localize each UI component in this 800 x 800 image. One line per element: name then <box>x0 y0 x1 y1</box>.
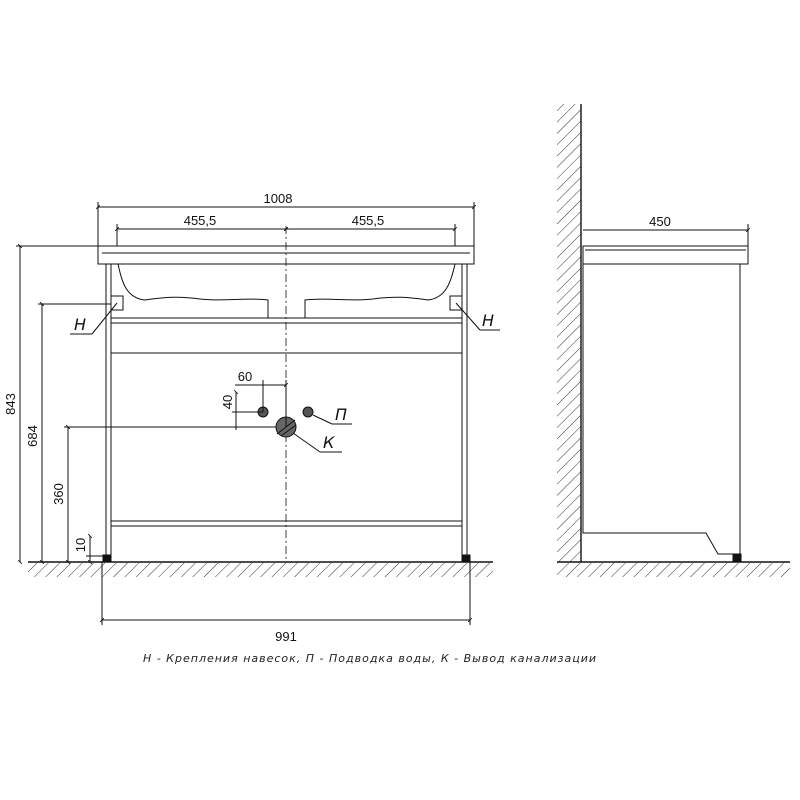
label-450: 450 <box>649 214 671 229</box>
label-360: 360 <box>51 483 66 505</box>
label-991: 991 <box>275 629 297 644</box>
leader-p <box>312 414 352 425</box>
label-60: 60 <box>238 369 252 384</box>
label-h-left: Н <box>74 315 86 334</box>
water-supply-p-hole <box>302 406 314 418</box>
floor-front <box>28 561 493 577</box>
dim-360 <box>64 424 276 565</box>
dim-10 <box>86 533 106 565</box>
side-view <box>557 104 790 577</box>
floor-side <box>557 561 790 577</box>
cabinet-frame <box>102 264 471 563</box>
side-countertop <box>582 245 749 265</box>
front-view <box>16 202 500 625</box>
label-455-left: 455,5 <box>184 213 217 228</box>
leader-k <box>292 432 342 453</box>
label-h-right: Н <box>482 311 494 330</box>
dim-684 <box>38 301 111 565</box>
leader-h-left <box>70 302 118 335</box>
basin-left-contour <box>117 263 286 319</box>
wall <box>557 104 582 562</box>
label-k: К <box>323 433 335 452</box>
dim-991 <box>99 562 473 625</box>
dim-60 <box>235 380 289 427</box>
label-40: 40 <box>220 395 235 409</box>
dim-455-left <box>114 224 289 246</box>
hanger-bracket-right <box>449 295 463 311</box>
dim-455-right <box>283 224 458 246</box>
dim-450 <box>583 224 751 246</box>
dim-843 <box>16 243 98 565</box>
label-p: П <box>335 405 347 424</box>
basin-right-contour <box>286 263 456 319</box>
legend-text: Н - Крепления навесок, П - Подводка воды… <box>143 652 597 665</box>
hanger-bracket-left <box>110 295 124 311</box>
leader-h-right <box>455 302 500 331</box>
label-843: 843 <box>3 393 18 415</box>
label-455-right: 455,5 <box>352 213 385 228</box>
label-1008: 1008 <box>264 191 293 206</box>
label-10: 10 <box>73 538 88 552</box>
side-cabinet-body <box>582 264 741 555</box>
label-684: 684 <box>25 425 40 447</box>
dim-1008 <box>95 202 477 246</box>
dim-40 <box>232 389 263 430</box>
cabinet-rails <box>111 317 462 527</box>
